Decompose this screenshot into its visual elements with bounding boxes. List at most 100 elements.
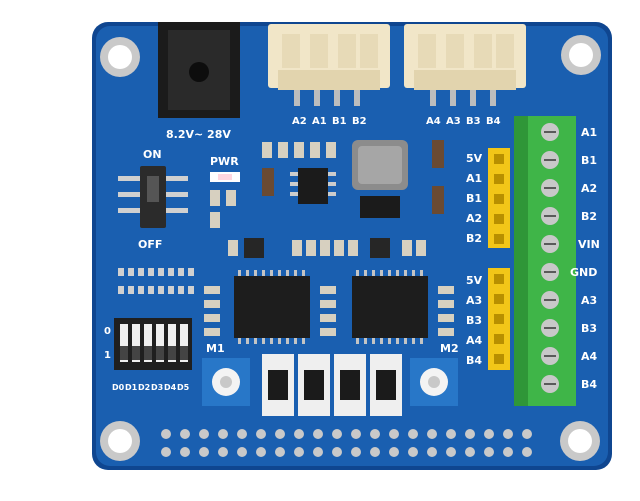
- gpio-pad: [199, 447, 209, 457]
- svg-text:D0: D0: [112, 383, 125, 392]
- svg-text:B3: B3: [581, 322, 597, 335]
- svg-text:A3: A3: [581, 294, 597, 307]
- gpio-pad: [389, 429, 399, 439]
- svg-text:D3: D3: [151, 383, 163, 392]
- gpio-pad: [446, 429, 456, 439]
- driver-ic-left: [234, 270, 310, 344]
- svg-text:B2: B2: [352, 116, 367, 127]
- svg-text:A1: A1: [581, 126, 597, 139]
- svg-text:A1: A1: [312, 116, 327, 127]
- gpio-pad: [351, 429, 361, 439]
- gpio-pad: [275, 447, 285, 457]
- svg-text:5V: 5V: [466, 152, 483, 165]
- gpio-pad: [427, 447, 437, 457]
- gpio-pad: [522, 429, 532, 439]
- gpio-pad: [180, 447, 190, 457]
- svg-text:A4: A4: [466, 334, 483, 347]
- svg-text:GND: GND: [570, 266, 597, 279]
- power-input-label: 8.2V~ 28V: [166, 128, 231, 141]
- mounting-holes: [100, 35, 601, 461]
- svg-text:B4: B4: [486, 116, 501, 127]
- svg-text:B1: B1: [466, 192, 482, 205]
- svg-text:B4: B4: [581, 378, 597, 391]
- svg-text:5V: 5V: [466, 274, 483, 287]
- gpio-pad: [237, 447, 247, 457]
- svg-text:VIN: VIN: [578, 238, 600, 251]
- gpio-pad: [218, 447, 228, 457]
- svg-text:A2: A2: [292, 116, 307, 127]
- pwr-led-label: PWR: [210, 155, 239, 168]
- dc-power-jack: [158, 22, 240, 118]
- svg-text:A4: A4: [426, 116, 441, 127]
- svg-text:A3: A3: [466, 294, 482, 307]
- gpio-pad: [370, 429, 380, 439]
- gpio-pad: [522, 447, 532, 457]
- gpio-header-pads: [161, 429, 532, 457]
- motor2-label: M2: [440, 342, 459, 355]
- screw-terminal: [514, 116, 576, 406]
- gpio-pad: [446, 447, 456, 457]
- gpio-pad: [256, 429, 266, 439]
- sense-resistors: [262, 354, 402, 416]
- svg-text:B2: B2: [581, 210, 597, 223]
- gpio-pad: [161, 429, 171, 439]
- gpio-pad: [370, 447, 380, 457]
- gpio-pad: [161, 447, 171, 457]
- dip-pads: [118, 268, 194, 294]
- motor-connector-right: [404, 24, 526, 106]
- connector-left-labels: A2 A1 B1 B2: [292, 116, 367, 127]
- svg-text:A2: A2: [581, 182, 597, 195]
- power-switch: [118, 166, 188, 228]
- svg-text:B4: B4: [466, 354, 482, 367]
- connector-right-labels: A4 A3 B3 B4: [426, 116, 501, 127]
- gpio-pad: [351, 447, 361, 457]
- gpio-pad: [275, 429, 285, 439]
- svg-text:D4: D4: [164, 383, 177, 392]
- gpio-pad: [484, 447, 494, 457]
- gpio-pad: [294, 447, 304, 457]
- svg-text:B2: B2: [466, 232, 482, 245]
- switch-on-label: ON: [143, 148, 162, 161]
- driver-ic-right: [352, 270, 428, 344]
- gpio-pad: [313, 447, 323, 457]
- gpio-pad: [503, 447, 513, 457]
- svg-text:B1: B1: [332, 116, 347, 127]
- svg-text:A2: A2: [466, 212, 482, 225]
- terminal-labels: A1 B1 A2 B2 VIN GND A3 B3 A4 B4: [570, 126, 600, 391]
- gpio-pad: [237, 429, 247, 439]
- gpio-pad: [313, 429, 323, 439]
- pin-header-bottom: [488, 268, 510, 370]
- svg-text:B3: B3: [466, 314, 482, 327]
- gpio-pad: [465, 429, 475, 439]
- regulator-ic: [290, 168, 336, 204]
- dip-row-0-label: 0: [104, 326, 111, 337]
- header-bottom-labels: 5V A3 B3 A4 B4: [466, 274, 483, 367]
- dip-pin-labels: D0 D1 D2 D3 D4 D5: [112, 383, 190, 392]
- gpio-pad: [408, 429, 418, 439]
- gpio-pad: [256, 447, 266, 457]
- gpio-pad: [218, 429, 228, 439]
- gpio-pad: [408, 447, 418, 457]
- motor1-label: M1: [206, 342, 225, 355]
- svg-text:D1: D1: [125, 383, 138, 392]
- gpio-pad: [484, 429, 494, 439]
- gpio-pad: [389, 447, 399, 457]
- pwr-led: [210, 172, 240, 182]
- svg-text:A1: A1: [466, 172, 482, 185]
- dip-row-1-label: 1: [104, 350, 111, 361]
- smd-dark: [244, 238, 390, 258]
- svg-text:A3: A3: [446, 116, 461, 127]
- gpio-pad: [294, 429, 304, 439]
- svg-text:D2: D2: [138, 383, 150, 392]
- potentiometer-right: [410, 358, 458, 406]
- gpio-pad: [332, 447, 342, 457]
- potentiometer-left: [202, 358, 250, 406]
- svg-text:B1: B1: [581, 154, 597, 167]
- diode: [360, 196, 400, 218]
- switch-off-label: OFF: [138, 238, 162, 251]
- svg-text:A4: A4: [581, 350, 598, 363]
- pin-header-top: [488, 148, 510, 248]
- gpio-pad: [199, 429, 209, 439]
- dip-switch: [114, 318, 192, 370]
